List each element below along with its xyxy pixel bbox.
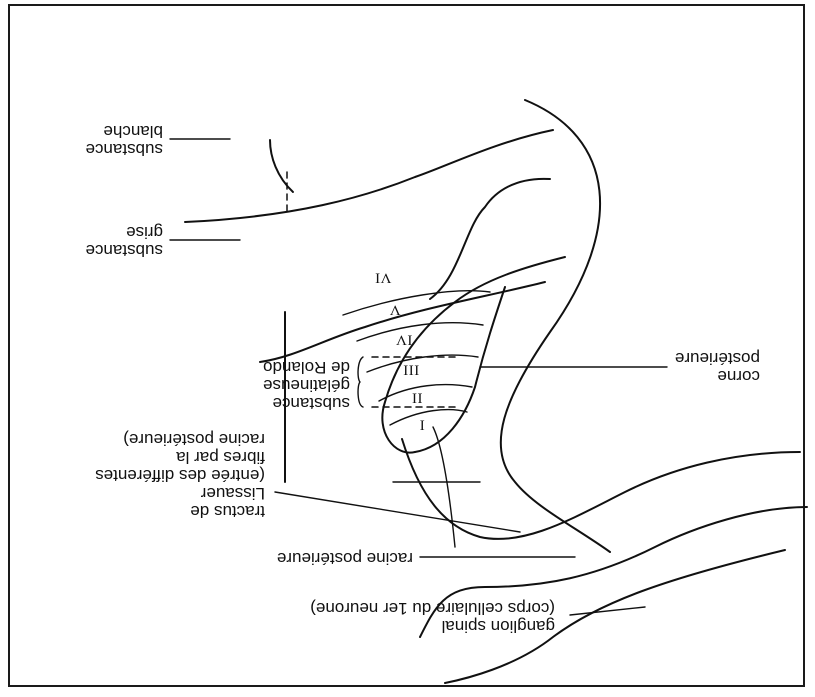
posterior-root-lower [402,439,800,539]
label-lissauer-tract: tractus de Lissauer (entrée des différen… [95,430,265,520]
lamina-label-3: III [403,361,420,378]
label-gray-matter: substance grise [86,223,164,259]
leader-spinal-ganglion [570,607,645,615]
label-posterior-horn: corne postérieure [675,349,760,385]
dorsal-horn-inner [415,287,505,452]
lamina-label-6: VI [375,269,392,286]
cord-white-border [501,100,610,552]
gray-matter-boundary [185,130,553,222]
leader-lissauer-tract [275,492,520,532]
gelatinous-brace [358,357,363,407]
lamina-label-5: V [389,301,400,318]
lamina-label-2: II [412,389,423,406]
label-posterior-root: racine postérieure [277,549,413,567]
label-spinal-ganglion: ganglion spinal (corps cellulaire du 1er… [310,599,555,635]
lissauer-inner-line [433,427,455,547]
lamina-boundary-4 [357,323,483,341]
dorsal-horn-outline [382,257,565,453]
anterior-notch [270,140,293,192]
label-gelatinous-substance: substance gélatineuse de Rolando [263,358,350,412]
lamina-boundary-2 [379,385,472,401]
lamina-label-1: I [419,416,425,433]
lamina-boundary-1 [390,410,467,425]
lamina-label-4: IV [396,331,413,348]
label-white-matter: substance blanche [86,122,164,158]
